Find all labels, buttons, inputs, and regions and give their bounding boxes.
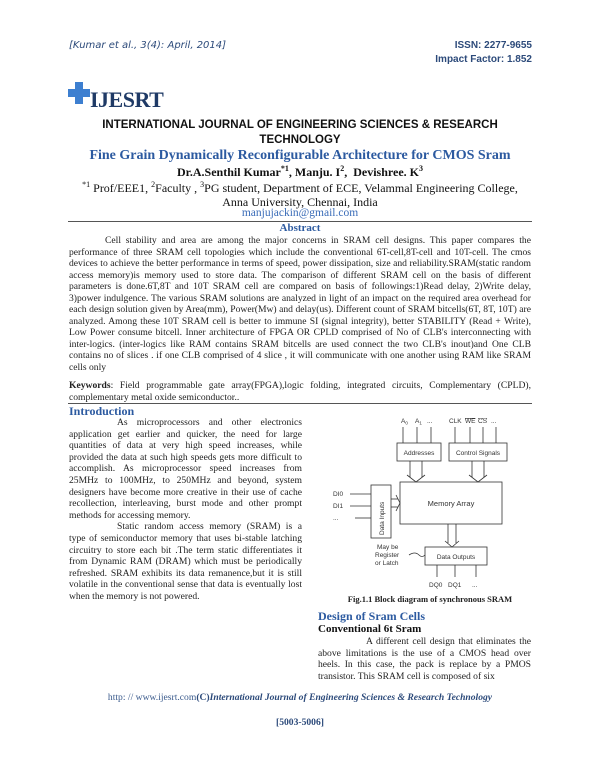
memory-array-block: Memory Array (428, 499, 475, 508)
di-more-label: ... (333, 515, 339, 522)
impact-factor: Impact Factor: 1.852 (435, 54, 532, 65)
citation-header: [Kumar et al., 3(4): April, 2014] (69, 40, 226, 51)
abstract-text: Cell stability and area are among the ma… (69, 235, 531, 373)
address-more-label: ... (427, 418, 433, 425)
intro-paragraph-2: Static random access memory (SRAM) is a … (69, 521, 302, 602)
keywords-label: Keywords (69, 380, 111, 391)
conventional-6t-subheading: Conventional 6t Sram (318, 623, 422, 635)
clk-label: CLK (449, 418, 462, 425)
we-label: WE (465, 418, 476, 425)
di1-label: DI1 (333, 503, 344, 510)
issn-block: ISSN: 2277-9655 Impact Factor: 1.852 (435, 39, 532, 67)
logo-text: IJESRT (90, 87, 164, 112)
footer-journal: International Journal of Engineering Sci… (209, 692, 493, 703)
author-email-link[interactable]: manjujackin@gmail.com (241, 207, 359, 219)
keywords-text: : Field programmable gate array(FPGA),lo… (69, 380, 531, 403)
abstract-body: Cell stability and area are among the ma… (69, 235, 531, 373)
citation-etal: et al., (108, 40, 138, 51)
affiliation-line1: *1 Prof/EEE1, 2Faculty , 3PG student, De… (82, 180, 518, 195)
design-heading: Design of Sram Cells (318, 609, 425, 623)
keywords: Keywords: Field programmable gate array(… (69, 380, 531, 403)
intro-para1-text: As microprocessors and other electronics… (69, 417, 302, 521)
data-inputs-block: Data Inputs (379, 501, 386, 535)
footer-copyright: (C) (196, 692, 210, 703)
sram-block-diagram: A0 A1 ... CLK WE CS ... Addresses Contro… (333, 418, 508, 589)
control-more-label: ... (491, 418, 497, 425)
journal-name-line2: TECHNOLOGY (259, 134, 341, 146)
journal-name: INTERNATIONAL JOURNAL OF ENGINEERING SCI… (60, 118, 540, 148)
note-line1: May be (377, 544, 399, 551)
dq1-label: DQ1 (448, 582, 462, 589)
page-range: [5003-5006] (276, 717, 324, 728)
note-line2: Register (375, 552, 400, 559)
cs-label: CS (478, 418, 488, 425)
abstract-heading: Abstract (279, 222, 321, 234)
citation-bracket: [ (69, 40, 73, 51)
issn: ISSN: 2277-9655 (454, 40, 532, 51)
affiliation-line2: Anna University, Chennai, India (222, 195, 378, 209)
introduction-heading: Introduction (69, 404, 135, 418)
note-line3: or Latch (375, 560, 399, 567)
paper-authors: Dr.A.Senthil Kumar*1, Manju. I2, Devishr… (176, 164, 423, 179)
addresses-block: Addresses (404, 450, 435, 457)
paper-title: Fine Grain Dynamically Reconfigurable Ar… (89, 148, 511, 163)
a1-label: A1 (415, 418, 422, 426)
intro-paragraph-1: As microprocessors and other electronics… (69, 417, 302, 521)
affiliation: *1 Prof/EEE1, 2Faculty , 3PG student, De… (60, 178, 540, 209)
control-signals-block: Control Signals (456, 450, 501, 457)
design-body: A different cell design that eliminates … (318, 636, 531, 682)
data-outputs-block: Data Outputs (437, 554, 476, 561)
divider (68, 221, 532, 222)
figure-caption: Fig.1.1 Block diagram of synchronous SRA… (347, 594, 513, 604)
intro-para2-text: Static random access memory (SRAM) is a … (69, 521, 302, 602)
introduction-body: As microprocessors and other electronics… (69, 417, 302, 603)
page-footer: http: // www.ijesrt.com(C)International … (60, 692, 540, 703)
dq-more-label: ... (472, 582, 478, 589)
plus-icon (68, 82, 90, 104)
footer-url-link[interactable]: http: // www.ijesrt.com (107, 692, 197, 703)
design-text: A different cell design that eliminates … (318, 636, 531, 682)
dq0-label: DQ0 (429, 582, 443, 589)
a0-label: A0 (401, 418, 408, 426)
divider (68, 403, 532, 404)
di0-label: DI0 (333, 491, 344, 498)
citation-volume: 3(4): April, 2014] (140, 40, 227, 51)
citation-author: Kumar (72, 40, 106, 51)
journal-name-line1: INTERNATIONAL JOURNAL OF ENGINEERING SCI… (102, 119, 498, 131)
